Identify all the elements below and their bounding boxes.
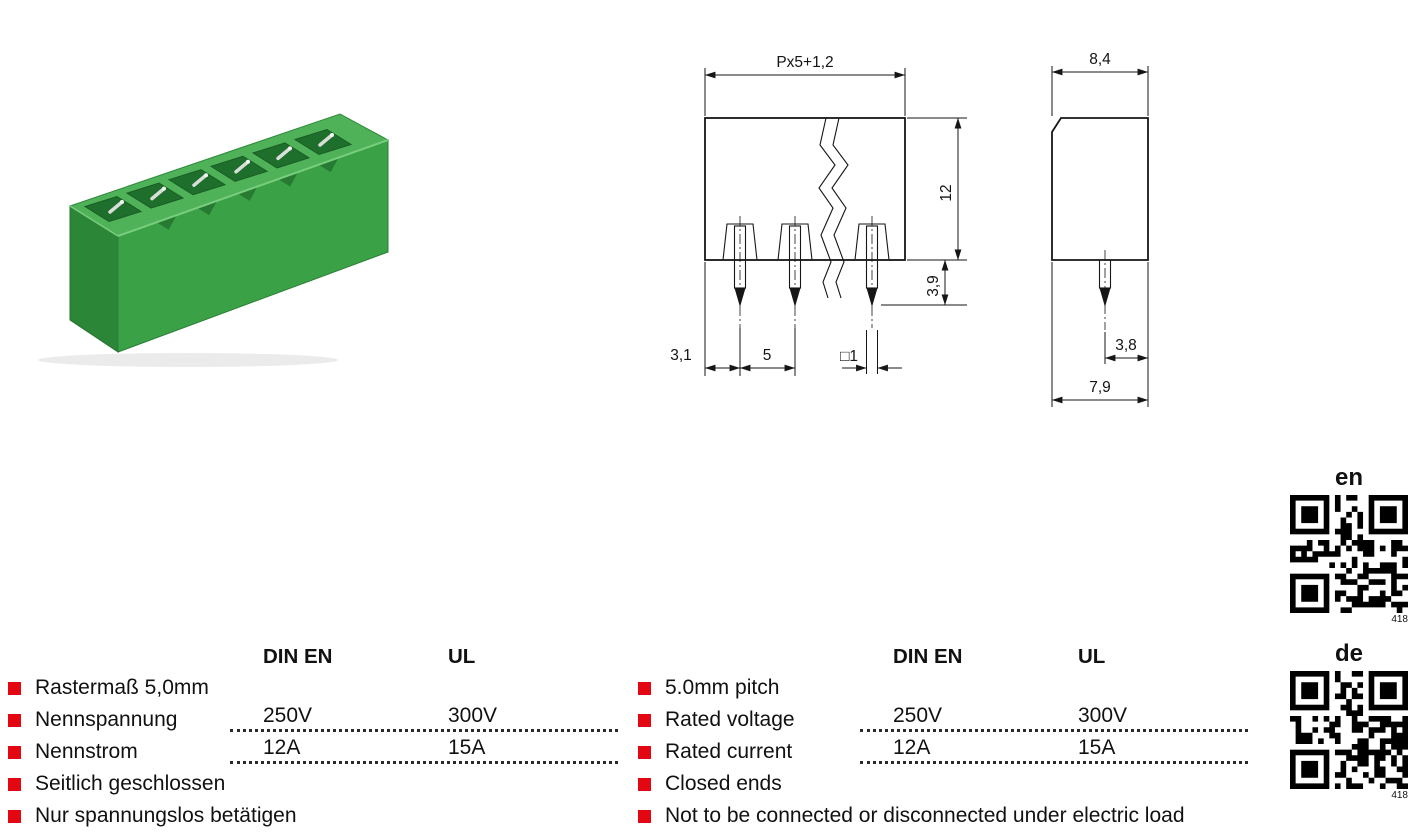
dotted-leader: 250V 300V [860,704,1248,732]
dim-overall-width: Px5+1,2 [776,54,833,71]
spec-label: Rated voltage [665,708,795,731]
bullet-icon [638,745,651,759]
spec-value-din-en: 12A [263,736,301,759]
dotted-leader: 250V 300V [230,704,618,732]
qr-block-en: en 418 [1290,464,1408,625]
spec-row: Nennspannung 250V 300V [8,704,622,736]
spec-row: Rastermaß 5,0mm [8,672,622,704]
bullet-icon [8,777,21,791]
spec-label: Nennstrom [35,740,138,763]
spec-label: Nur spannungslos betätigen [35,804,297,827]
dim-pin-square: □1 [840,348,858,365]
dim-edge-offset: 3,1 [670,347,692,364]
dotted-leader: 12A 15A [230,736,618,764]
spec-value-ul: 15A [1078,736,1116,759]
dotted-leader: 12A 15A [860,736,1248,764]
spec-row: Rated current 12A 15A [638,736,1252,768]
col-header-din-en: DIN EN [263,645,333,668]
qr-caption-en: 418 [1391,613,1408,625]
spec-value-din-en: 250V [893,704,943,727]
bullet-icon [8,713,21,727]
technical-drawing: Px5+1,2 12 3,9 3,1 5 [645,30,1205,450]
spec-label: Rastermaß 5,0mm [35,676,209,699]
spec-label: Nennspannung [35,708,178,731]
side-view: 8,4 3,8 7,9 [1051,51,1149,407]
spec-label: Rated current [665,740,793,763]
spec-row: Nur spannungslos betätigen [8,800,622,832]
spec-value-din-en: 250V [263,704,313,727]
spec-row: Not to be connected or disconnected unde… [638,800,1252,832]
col-header-ul: UL [1078,645,1106,668]
spec-header-row: DIN EN UL [638,640,1252,672]
spec-label: Closed ends [665,772,782,795]
spec-row: Nennstrom 12A 15A [8,736,622,768]
connector-pins [108,133,334,214]
bullet-icon [8,809,21,823]
spec-row: Rated voltage 250V 300V [638,704,1252,736]
bullet-icon [638,809,651,823]
col-header-ul: UL [448,645,476,668]
spec-label: 5.0mm pitch [665,676,780,699]
dim-pin-offset: 3,8 [1115,337,1137,354]
col-header-din-en: DIN EN [893,645,963,668]
front-view: Px5+1,2 12 3,9 3,1 5 [670,54,967,376]
qr-code-en-icon [1290,494,1408,613]
bullet-icon [638,713,651,727]
bullet-icon [8,681,21,695]
spec-table-en: DIN EN UL 5.0mm pitch Rated voltage 250V… [638,640,1252,832]
bullet-icon [8,745,21,759]
spec-row: 5.0mm pitch [638,672,1252,704]
qr-language-label-de: de [1334,640,1363,667]
front-pins [733,216,879,328]
spec-row: Seitlich geschlossen [8,768,622,800]
qr-code-de-icon [1290,670,1408,789]
spec-label: Not to be connected or disconnected unde… [665,804,1185,827]
dim-bottom-depth: 7,9 [1089,379,1111,396]
dim-depth: 8,4 [1089,51,1111,68]
dim-pitch: 5 [763,347,772,364]
spec-label: Seitlich geschlossen [35,772,226,795]
qr-block-de: de 418 [1290,640,1408,801]
dim-body-height: 12 [938,184,955,201]
spec-row: Closed ends [638,768,1252,800]
bullet-icon [638,681,651,695]
spec-value-ul: 300V [1078,704,1128,727]
dim-pin-length: 3,9 [925,275,942,297]
bullet-icon [638,777,651,791]
terminal-block-connector-image [38,113,390,367]
qr-language-label-en: en [1334,464,1363,491]
qr-caption-de: 418 [1391,789,1408,801]
spec-header-row: DIN EN UL [8,640,622,672]
spec-value-din-en: 12A [893,736,931,759]
spec-value-ul: 15A [448,736,486,759]
spec-value-ul: 300V [448,704,498,727]
product-photo [18,78,400,370]
spec-table-de: DIN EN UL Rastermaß 5,0mm Nennspannung 2… [8,640,622,832]
